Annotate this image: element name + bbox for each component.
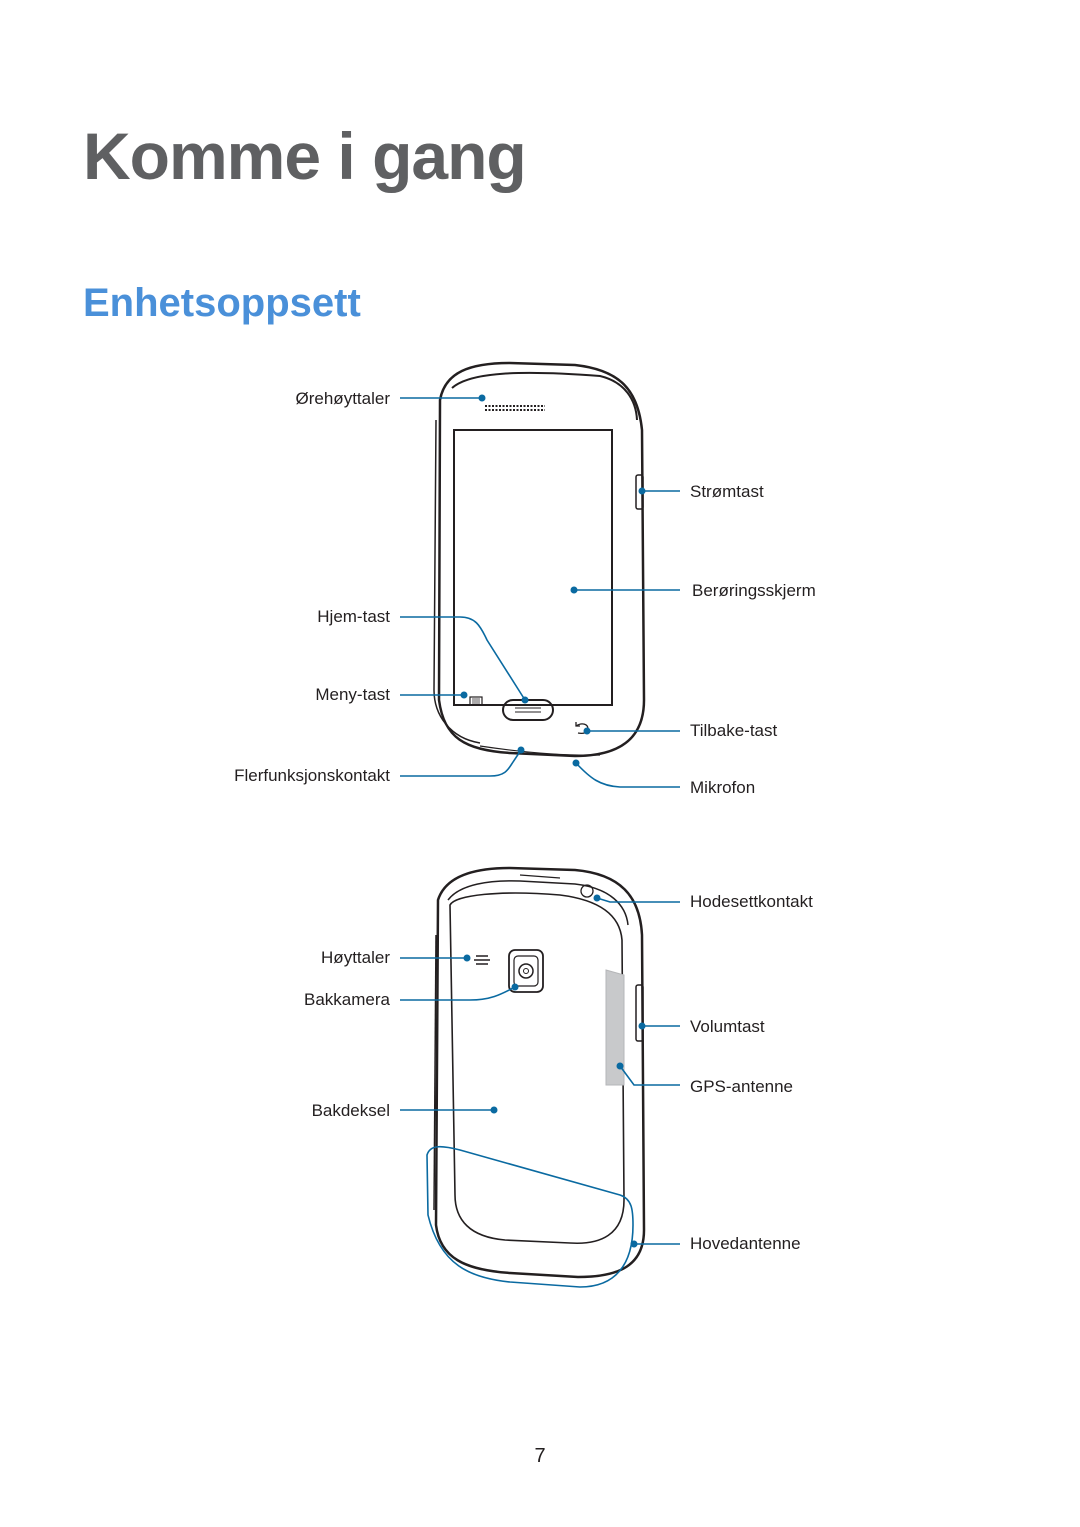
label-touchscreen: Berøringsskjerm <box>692 581 816 600</box>
label-speaker: Høyttaler <box>321 948 390 967</box>
label-back-cover: Bakdeksel <box>312 1101 390 1120</box>
back-callout-lines <box>400 897 680 1288</box>
label-volume-key: Volumtast <box>690 1017 765 1036</box>
label-microphone: Mikrofon <box>690 778 755 797</box>
front-callout-lines <box>400 397 680 788</box>
front-callout-dots <box>460 394 646 767</box>
label-gps-antenna: GPS-antenne <box>690 1077 793 1096</box>
label-headset-jack: Hodesettkontakt <box>690 892 813 911</box>
chapter-title: Komme i gang <box>83 119 527 193</box>
back-callout-dots <box>463 894 646 1248</box>
label-menu-key: Meny-tast <box>315 685 390 704</box>
page-number: 7 <box>534 1445 546 1467</box>
label-multipurpose-jack: Flerfunksjonskontakt <box>234 766 390 785</box>
label-power-key: Strømtast <box>690 482 764 501</box>
label-main-antenna: Hovedantenne <box>690 1234 801 1253</box>
label-rear-camera: Bakkamera <box>304 990 391 1009</box>
label-back-key: Tilbake-tast <box>690 721 778 740</box>
back-phone-illustration <box>433 866 646 1279</box>
label-home-key: Hjem-tast <box>317 607 390 626</box>
section-title: Enhetsoppsett <box>83 281 361 325</box>
label-earpiece: Ørehøyttaler <box>296 389 391 408</box>
